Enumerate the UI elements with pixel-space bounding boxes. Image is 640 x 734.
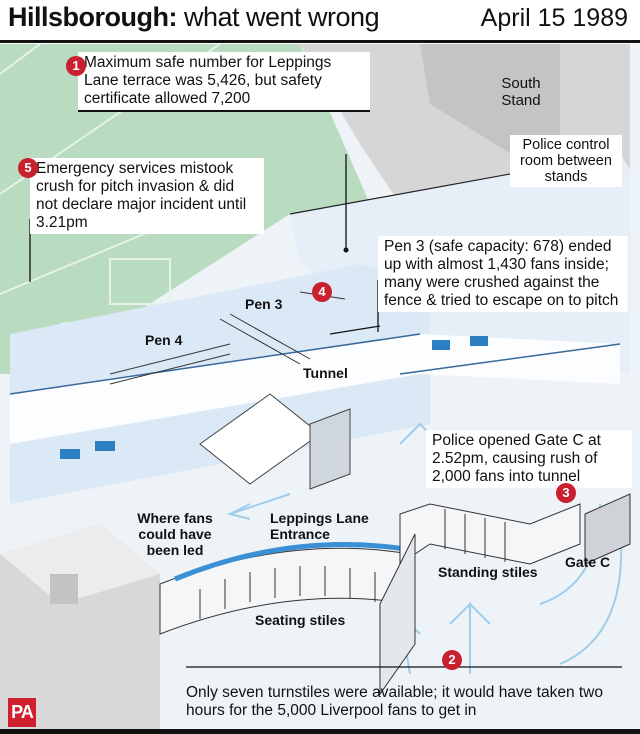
tunnel-label: Tunnel: [303, 365, 348, 381]
seating-stiles-label: Seating stiles: [255, 612, 346, 628]
pen-4-label: Pen 4: [145, 332, 183, 348]
title-rest: what went wrong: [176, 2, 380, 32]
callout-4-text: Pen 3 (safe capacity: 678) ended up with…: [378, 236, 628, 312]
callout-4-marker: 4: [312, 282, 332, 302]
where-fans-label: Where fans could have been led: [137, 510, 213, 558]
police-control-label: Police control room between stands: [510, 135, 622, 187]
pa-logo: PA: [8, 698, 36, 727]
callout-5-marker: 5: [18, 158, 38, 178]
callout-2-text: Only seven turnstiles were available; it…: [186, 684, 603, 719]
page-title: Hillsborough: what went wrong: [8, 2, 380, 33]
callout-5-text: Emergency services mistook crush for pit…: [30, 158, 264, 234]
gate-c-label: Gate C: [565, 554, 611, 570]
leppings-lane-label: Leppings Lane Entrance: [270, 510, 369, 542]
callout-2-marker: 2: [442, 650, 462, 670]
date: April 15 1989: [480, 4, 628, 32]
title-bold: Hillsborough:: [8, 2, 177, 32]
pen-3-label: Pen 3: [245, 296, 283, 312]
callout-1-marker: 1: [66, 56, 86, 76]
callout-1-text: Maximum safe number for Leppings Lane te…: [78, 52, 370, 112]
south-stand-label: South Stand: [501, 75, 541, 109]
bottom-divider: [0, 729, 640, 734]
standing-stiles-label: Standing stiles: [438, 564, 538, 580]
callout-3-marker: 3: [556, 483, 576, 503]
divider: [0, 40, 640, 43]
callout-3-text: Police opened Gate C at 2.52pm, causing …: [426, 430, 632, 488]
